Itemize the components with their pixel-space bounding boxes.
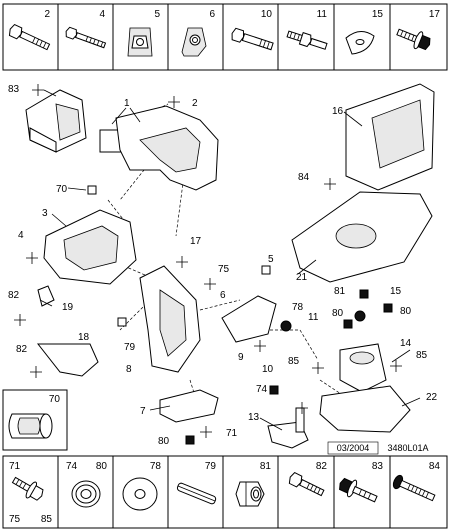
small-bracket-part <box>36 285 99 377</box>
bolt-icon <box>65 26 107 49</box>
callout-number: 14 <box>400 338 412 349</box>
top-cell-number: 4 <box>99 9 105 20</box>
callout-number: 74 <box>256 384 268 395</box>
nut-icon <box>235 481 265 507</box>
callout-number: 17 <box>190 236 202 247</box>
callout-number: 85 <box>416 350 428 361</box>
footer-reference: 3480L01A <box>387 443 428 453</box>
bolt-icon <box>288 471 325 497</box>
callout-number: 79 <box>124 342 136 353</box>
leader-lines <box>39 89 421 431</box>
bottom-cell-number: 84 <box>429 461 441 472</box>
bolt-icon <box>8 23 51 51</box>
callout-number: 16 <box>332 106 344 117</box>
bottom-cell-number: 79 <box>205 461 217 472</box>
top-cell-number: 2 <box>44 9 50 20</box>
callout-number: 71 <box>226 428 238 439</box>
callout-number: 13 <box>248 412 260 423</box>
rear-mount-part <box>319 343 411 433</box>
flange-bolt-icon <box>396 28 431 51</box>
bolt-icon <box>231 27 274 51</box>
callout-number: 85 <box>288 356 300 367</box>
washer-icon <box>122 477 158 511</box>
callout-number: 70 <box>56 184 68 195</box>
callout-number: 19 <box>62 302 74 313</box>
support-bracket-part <box>115 105 219 191</box>
callout-number: 81 <box>334 286 346 297</box>
bottom-cell-number: 83 <box>372 461 384 472</box>
callout-number: 5 <box>268 254 274 265</box>
washer-icon <box>345 31 375 55</box>
top-cell-number: 10 <box>261 9 273 20</box>
top-cell-number: 11 <box>317 9 328 20</box>
bracket-nut-icon <box>181 27 207 57</box>
bottom-cell-number: 71 <box>9 461 21 472</box>
oil-sump-part <box>291 191 433 283</box>
stud-assembly-part <box>267 407 309 449</box>
bottom-cell-number: 74 <box>66 461 78 472</box>
callout-number: 7 <box>140 406 146 417</box>
bottom-cell-number: 78 <box>150 461 162 472</box>
top-fastener-row: 2 4 5 6 10 11 15 17 <box>2 3 448 71</box>
callout-labels: 1 2 83 16 70 3 84 4 17 75 5 21 82 19 6 7… <box>8 84 438 447</box>
callout-number: 80 <box>332 308 344 319</box>
callout-number: 15 <box>390 286 402 297</box>
callout-number: 21 <box>296 272 308 283</box>
stud-bolt-icon <box>286 30 328 50</box>
callout-number: 8 <box>126 364 132 375</box>
bolt-icon <box>392 474 436 502</box>
bottom-cell-number: 80 <box>96 461 108 472</box>
callout-number: 10 <box>262 364 274 375</box>
footer-caption: 03/2004 3480L01A <box>327 441 429 455</box>
top-cell-number: 15 <box>372 9 384 20</box>
callout-number: 4 <box>18 230 24 241</box>
clip-nut-icon <box>127 27 153 57</box>
top-cell-number: 5 <box>154 9 160 20</box>
callout-number: 83 <box>8 84 20 95</box>
flange-bolt-icon <box>339 477 378 503</box>
position-markers <box>87 185 393 445</box>
heat-shield-part <box>345 83 435 191</box>
callout-number: 82 <box>16 344 28 355</box>
callout-number: 78 <box>292 302 304 313</box>
bottom-cell-number: 82 <box>316 461 328 472</box>
top-cell-number: 6 <box>209 9 215 20</box>
bottom-fastener-row: 71 75 85 74 80 78 79 81 82 83 84 <box>2 455 448 529</box>
callout-number: 9 <box>238 352 244 363</box>
callout-number: 2 <box>192 98 198 109</box>
callout-number: 18 <box>78 332 90 343</box>
lower-bracket-part <box>159 389 219 423</box>
bottom-cell-number: 75 <box>9 514 21 525</box>
callout-number: 82 <box>8 290 20 301</box>
callout-number: 6 <box>220 290 226 301</box>
washer-icon <box>71 480 101 508</box>
bushing-icon <box>8 413 53 439</box>
callout-number: 3 <box>42 208 48 219</box>
inset-box: 70 <box>2 389 68 451</box>
callout-number: 84 <box>298 172 310 183</box>
bottom-cell-number: 81 <box>260 461 272 472</box>
callout-number: 22 <box>426 392 438 403</box>
callout-number: 80 <box>400 306 412 317</box>
callout-number: 75 <box>218 264 230 275</box>
callout-number: 11 <box>308 312 319 323</box>
callout-number: 80 <box>158 436 170 447</box>
flange-bolt-icon <box>11 476 44 501</box>
inset-number: 70 <box>49 394 61 405</box>
callout-number: 1 <box>124 98 130 109</box>
footer-date: 03/2004 <box>337 443 370 453</box>
mount-support-part <box>43 209 137 285</box>
engine-mount-part <box>25 89 123 153</box>
pin-icon <box>176 482 217 505</box>
screw-markers <box>14 84 402 438</box>
top-cell-number: 17 <box>429 9 441 20</box>
torque-link-part <box>139 265 277 373</box>
bottom-cell-number: 85 <box>41 514 53 525</box>
